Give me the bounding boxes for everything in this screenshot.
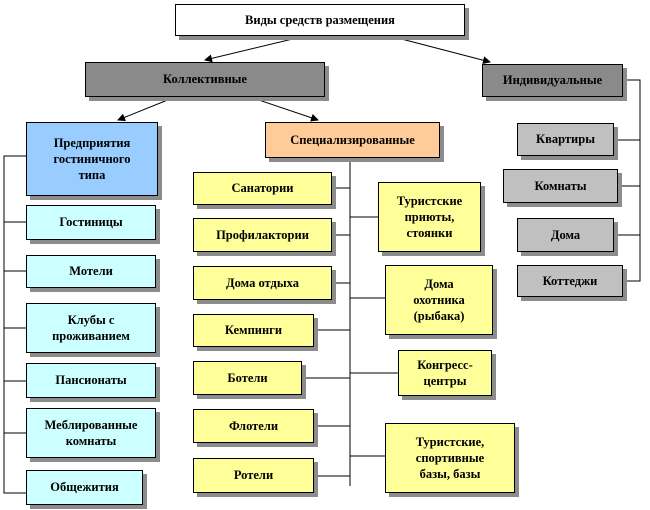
specialized-item: Туристские приюты, стоянки	[378, 182, 481, 252]
specialized-group: Специализированные	[265, 122, 440, 158]
specialized-item: Кемпинги	[193, 314, 314, 347]
individual-item: Комнаты	[503, 169, 618, 203]
specialized-item: Ротели	[193, 458, 314, 493]
specialized-item: Ботели	[193, 361, 302, 395]
arrow-collective-to-specialized	[249, 96, 319, 122]
hotel-item: Общежития	[26, 470, 143, 505]
individual-item: Коттеджи	[517, 265, 623, 297]
specialized-item: Профилактории	[193, 218, 332, 252]
arrow-root-to-individual	[389, 35, 491, 65]
individual-item: Квартиры	[517, 123, 614, 156]
specialized-item: Дома охотника (рыбака)	[385, 265, 493, 335]
hotel-item: Меблированные комнаты	[26, 408, 156, 458]
individual-category: Индивидуальные	[482, 64, 623, 97]
root-node: Виды средств размещения	[175, 4, 465, 36]
arrow-collective-to-hotel	[117, 96, 176, 122]
hotel-item: Мотели	[26, 255, 156, 288]
specialized-item: Конгресс- центры	[398, 350, 492, 396]
hotel-item: Клубы с проживанием	[26, 303, 156, 353]
specialized-item: Санатории	[193, 172, 332, 205]
specialized-item: Дома отдыха	[193, 266, 332, 300]
hotel-bracket	[3, 155, 26, 494]
hotel-item: Пансионаты	[26, 363, 156, 398]
specialized-item: Флотели	[193, 409, 314, 443]
individual-item: Дома	[517, 218, 614, 252]
specialized-item: Туристские, спортивные базы, базы	[385, 423, 515, 493]
arrow-root-to-collective	[204, 35, 306, 63]
collective-category: Коллективные	[85, 62, 325, 97]
individual-bracket	[623, 79, 641, 282]
hotel-item: Гостиницы	[26, 205, 156, 240]
hotel-type-group: Предприятия гостиничного типа	[26, 122, 158, 196]
